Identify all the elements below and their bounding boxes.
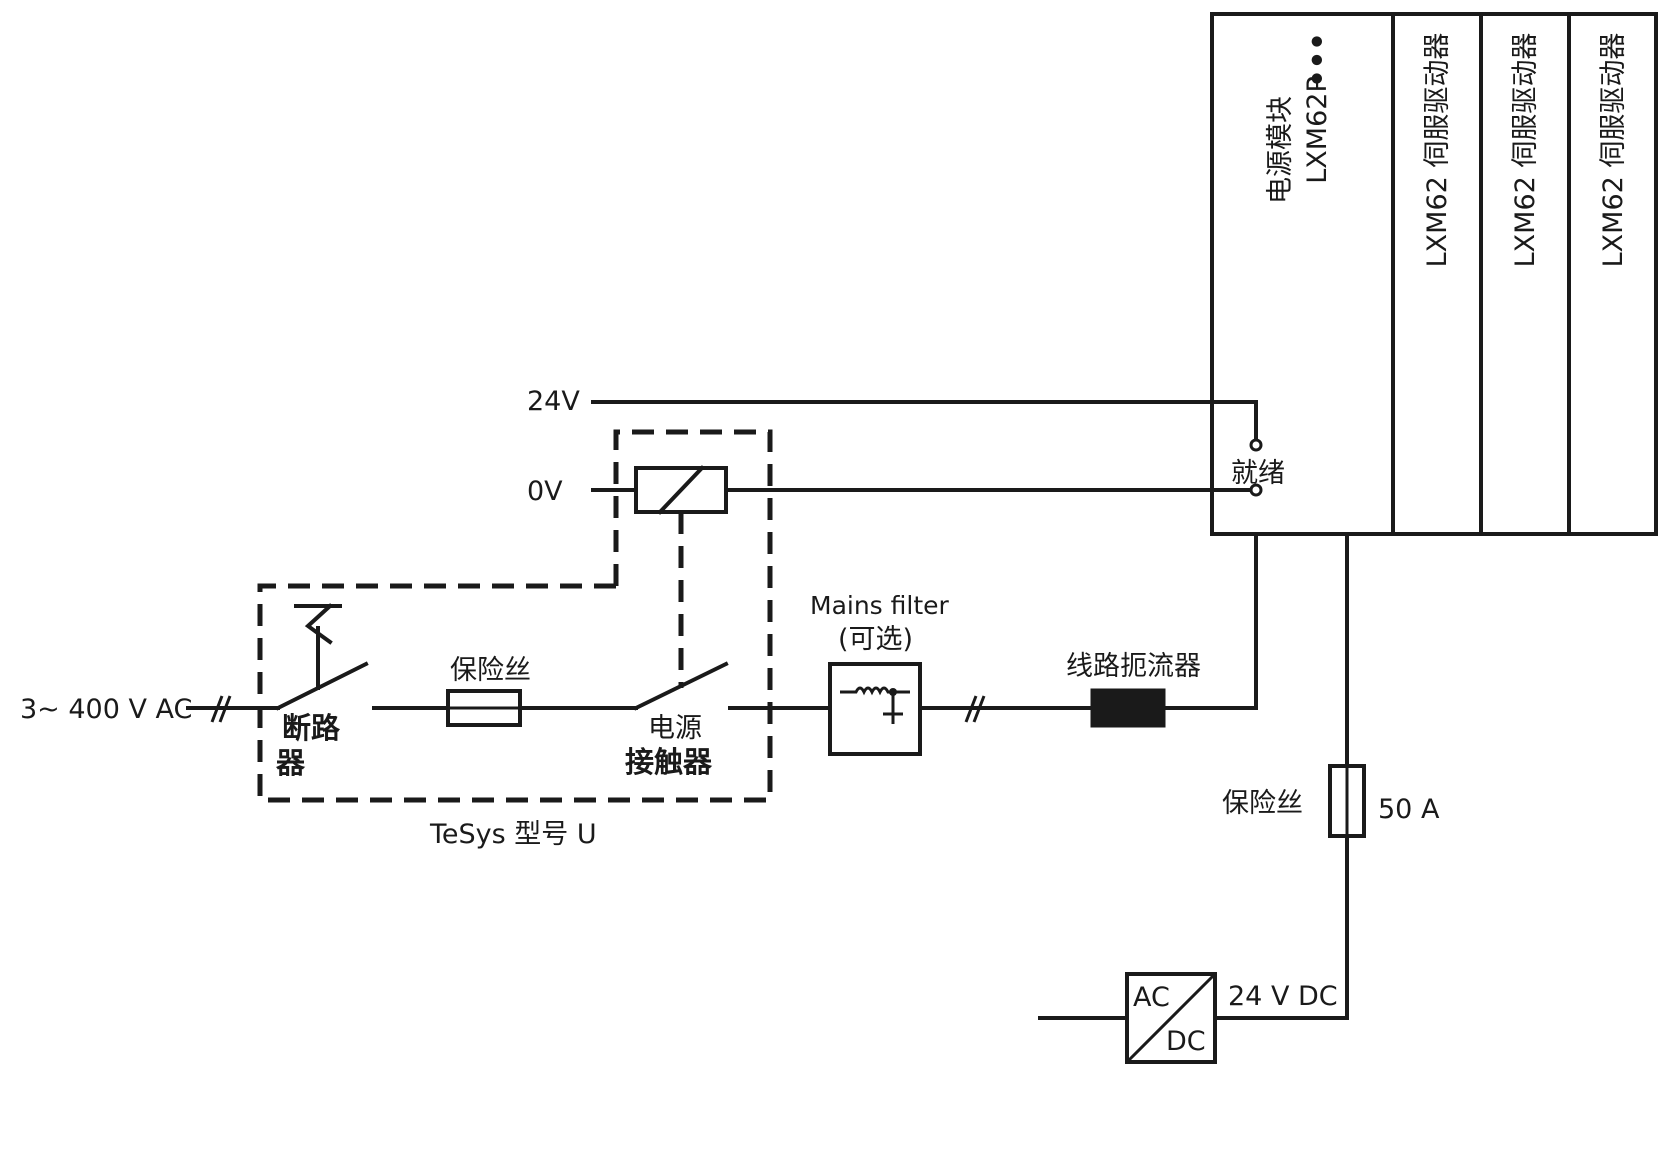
module-dc-wire-lower [1214, 834, 1349, 1020]
filter-out-tick-1 [964, 695, 978, 723]
converter-dc-label: DC [1166, 1026, 1206, 1057]
servo-drive-1-box [1391, 12, 1483, 536]
contactor-coil-diagonal [657, 465, 705, 515]
dc-output-label: 24 V DC [1228, 981, 1338, 1012]
power-module-model: LXM62P [1302, 76, 1333, 183]
servo-drive-2-label: LXM62 伺服驱动器 [1510, 33, 1541, 268]
ac-input-label: 3~ 400 V AC [20, 694, 192, 725]
line-choke [1090, 688, 1166, 728]
tesys-label: TeSys 型号 U [429, 819, 597, 850]
dc-fuse-rating: 50 A [1378, 794, 1440, 825]
ready-terminal-bottom [1249, 483, 1263, 497]
breaker-switch-blade [275, 661, 369, 711]
contactor-label-2: 接触器 [625, 745, 713, 779]
v24-label: 24V [527, 386, 580, 417]
breaker-label-1: 断路 [282, 711, 341, 745]
power-module-box [1210, 12, 1395, 536]
contactor-label-1: 电源 [648, 713, 702, 744]
dc-fuse-label: 保险丝 [1222, 788, 1303, 819]
power-module-label: 电源模块 [1265, 96, 1296, 204]
v0-label: 0V [527, 476, 563, 507]
dc-supply-branch: 保险丝 50 A 24 V DC AC DC [1038, 532, 1440, 1064]
control-lines: 24V 0V 就绪 [527, 386, 1285, 515]
ac-input-tick-2 [218, 695, 232, 723]
ready-terminal-top [1249, 438, 1263, 452]
ac-dc-converter-diagonal [1125, 972, 1217, 1064]
drive-rack: 电源模块 LXM62P ••• LXM62 伺服驱动器 LXM62 伺服驱动器 … [1210, 12, 1658, 536]
servo-drive-3-box [1567, 12, 1658, 536]
mains-filter [828, 662, 922, 756]
main-fuse-label: 保险丝 [450, 655, 531, 686]
mains-filter-inductor [840, 686, 910, 696]
power-module-dots: ••• [1301, 32, 1335, 88]
breaker-label-2: 器 [275, 746, 306, 780]
ac-main-line: 3~ 400 V AC 断路 器 保险丝 电源 接触器 Mains filter… [20, 532, 1258, 780]
servo-drive-3-label: LXM62 伺服驱动器 [1598, 33, 1629, 268]
filter-out-tick-2 [972, 695, 986, 723]
ac-input-tick-1 [210, 695, 224, 723]
v24-wire [591, 400, 1258, 440]
servo-drive-2-box [1479, 12, 1571, 536]
mains-filter-label-1: Mains filter [810, 591, 950, 620]
mains-filter-node [889, 688, 897, 696]
choke-to-module-wire [1162, 532, 1258, 710]
line-choke-label: 线路扼流器 [1066, 651, 1201, 682]
mains-filter-label-2: (可选) [838, 624, 913, 655]
contactor-switch-blade [633, 661, 729, 711]
ready-label: 就绪 [1231, 458, 1285, 489]
contactor-coil [634, 466, 728, 514]
converter-ac-label: AC [1133, 982, 1170, 1013]
tesys-enclosure [257, 429, 773, 803]
breaker-trip-symbol [294, 603, 342, 645]
servo-drive-1-label: LXM62 伺服驱动器 [1422, 33, 1453, 268]
